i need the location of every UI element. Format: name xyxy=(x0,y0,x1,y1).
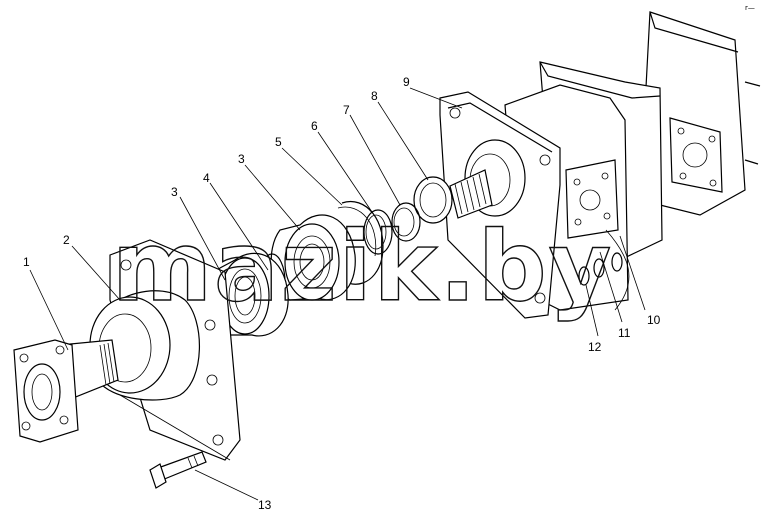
bolt-13 xyxy=(149,451,207,489)
callout-3-right: 3 xyxy=(238,152,245,166)
leader-lines xyxy=(29,87,646,501)
port-fasteners xyxy=(578,252,623,286)
callout-8: 8 xyxy=(371,89,378,103)
callout-3-left: 3 xyxy=(171,185,178,199)
snap-ring-5 xyxy=(335,200,384,285)
callout-10: 10 xyxy=(647,313,661,327)
bearing-housing-2 xyxy=(89,239,241,461)
callout-6: 6 xyxy=(311,119,318,133)
callout-7: 7 xyxy=(343,103,350,117)
callout-5: 5 xyxy=(275,135,282,149)
flange-coupling-1 xyxy=(13,339,119,443)
bearing-3-left xyxy=(210,252,289,337)
callout-11: 11 xyxy=(618,326,631,340)
watermark-text: mazik.by xyxy=(112,211,613,323)
ring-7 xyxy=(391,202,421,242)
corner-mark: r— xyxy=(745,4,755,12)
callout-4: 4 xyxy=(203,171,210,185)
callout-2: 2 xyxy=(63,233,70,247)
ring-8 xyxy=(413,176,453,224)
bearing-3-right xyxy=(270,214,356,301)
callout-12: 12 xyxy=(588,340,602,354)
pump-housing xyxy=(439,11,761,319)
callout-9: 9 xyxy=(403,75,410,89)
callout-1: 1 xyxy=(23,255,30,269)
callout-13: 13 xyxy=(258,498,272,512)
